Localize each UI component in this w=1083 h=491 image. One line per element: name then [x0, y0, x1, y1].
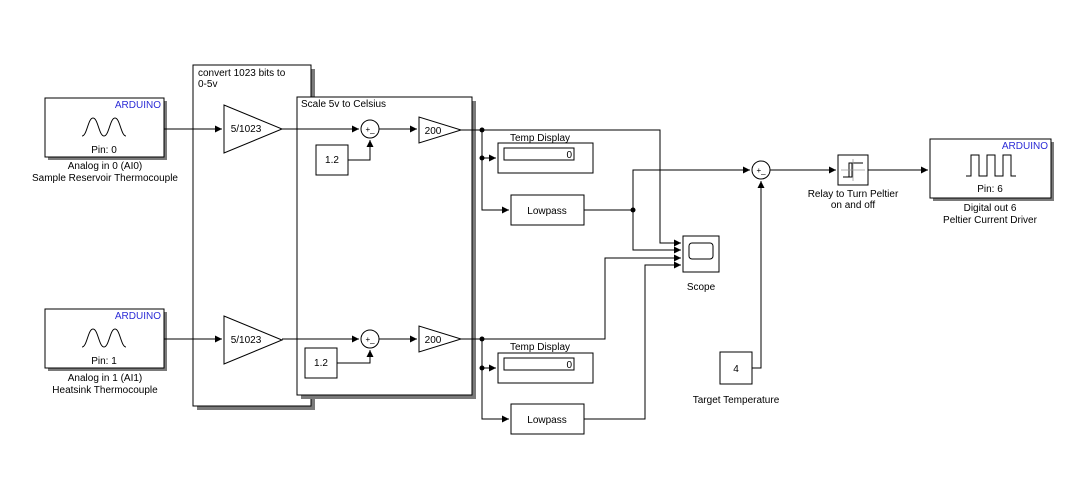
- temp-display-block-top[interactable]: 0: [497, 142, 594, 174]
- constant-value: 1.2: [325, 155, 339, 166]
- arduino-analog-input-block-top[interactable]: ARDUINO Pin: 0: [44, 97, 167, 160]
- relay-caption-line1: Relay to Turn Peltier: [808, 189, 899, 200]
- analog-in-1-caption-line2: Heatsink Thermocouple: [52, 385, 158, 396]
- sum-block-error[interactable]: +_: [751, 160, 771, 180]
- analog-in-0-caption-line1: Analog in 0 (AI0): [68, 161, 143, 172]
- square-wave-icon: [966, 154, 1016, 177]
- signal-wires: [164, 125, 928, 423]
- sum-signs: +_: [365, 335, 375, 344]
- gain-value: 200: [425, 335, 442, 346]
- relay-block[interactable]: [837, 154, 869, 186]
- scope-icon: [688, 242, 714, 260]
- constant-value: 4: [733, 364, 739, 375]
- gain-value: 5/1023: [231, 124, 262, 135]
- constant-block-offset-top[interactable]: 1.2: [315, 144, 349, 176]
- scope-block[interactable]: [682, 235, 720, 273]
- brand-label: ARDUINO: [115, 311, 161, 322]
- gain-block-scale-top[interactable]: 200: [418, 116, 463, 144]
- pin-label: Pin: 0: [91, 145, 117, 156]
- wire-junctions: [479, 127, 636, 371]
- target-temperature-caption: Target Temperature: [693, 395, 780, 406]
- filter-label: Lowpass: [527, 206, 566, 217]
- arduino-digital-output-block[interactable]: ARDUINO Pin: 6: [929, 138, 1054, 201]
- sum-signs: +_: [365, 125, 375, 134]
- scale-subsystem-title: Scale 5v to Celsius: [301, 99, 386, 110]
- constant-value: 1.2: [314, 358, 328, 369]
- gain-value: 200: [425, 126, 442, 137]
- temp-display-top-label: Temp Display: [510, 133, 570, 144]
- gain-block-convert-bottom[interactable]: 5/1023: [223, 315, 284, 365]
- constant-block-offset-bottom[interactable]: 1.2: [304, 347, 338, 379]
- pin-label: Pin: 1: [91, 356, 117, 367]
- sine-wave-icon: [81, 328, 127, 348]
- display-value: 0: [566, 360, 572, 371]
- gain-value: 5/1023: [231, 335, 262, 346]
- sine-wave-icon: [81, 117, 127, 137]
- temp-display-block-bottom[interactable]: 0: [497, 352, 594, 384]
- sum-signs: +_: [756, 166, 766, 175]
- arduino-analog-input-block-bottom[interactable]: ARDUINO Pin: 1: [44, 308, 167, 371]
- lowpass-filter-bottom[interactable]: Lowpass: [510, 403, 585, 435]
- convert-subsystem-title-line1: convert 1023 bits to: [198, 68, 286, 79]
- brand-label: ARDUINO: [115, 100, 161, 111]
- analog-in-1-caption-line1: Analog in 1 (AI1): [68, 373, 143, 384]
- relay-caption-line2: on and off: [831, 200, 876, 211]
- display-value: 0: [566, 150, 572, 161]
- pin-label: Pin: 6: [977, 184, 1003, 195]
- constant-block-target[interactable]: 4: [719, 351, 753, 385]
- temp-display-bottom-label: Temp Display: [510, 342, 570, 353]
- scope-label: Scope: [687, 282, 716, 293]
- digital-out-6-caption-line1: Digital out 6: [964, 203, 1017, 214]
- sum-block-scale-bottom[interactable]: +_: [360, 329, 380, 349]
- sum-block-scale-top[interactable]: +_: [360, 119, 380, 139]
- filter-label: Lowpass: [527, 415, 566, 426]
- lowpass-filter-top[interactable]: Lowpass: [510, 194, 585, 226]
- gain-block-convert-top[interactable]: 5/1023: [223, 104, 284, 154]
- convert-subsystem-title-line2: 0-5v: [198, 79, 217, 90]
- analog-in-0-caption-line2: Sample Reservoir Thermocouple: [32, 173, 178, 184]
- brand-label: ARDUINO: [1002, 141, 1048, 152]
- gain-block-scale-bottom[interactable]: 200: [418, 325, 463, 353]
- digital-out-6-caption-line2: Peltier Current Driver: [943, 215, 1038, 226]
